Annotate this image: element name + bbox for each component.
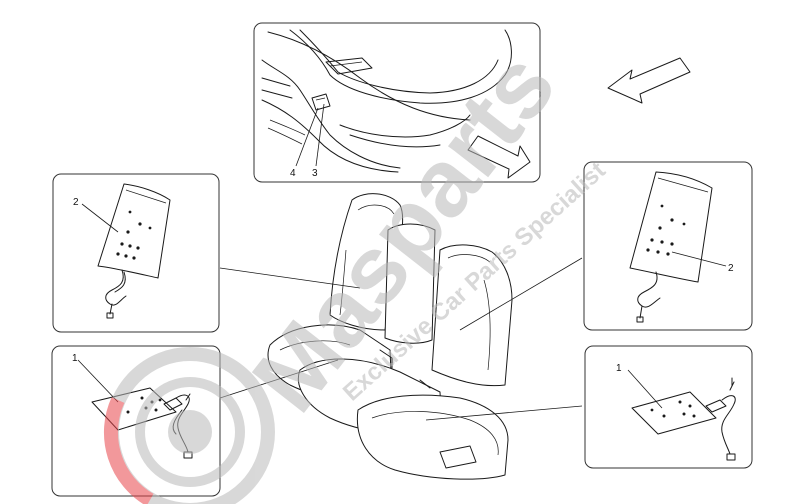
callout-2-right: 2: [728, 263, 734, 274]
cushion-heater-inset-right: 1: [584, 345, 753, 469]
rear-seat-assembly: [219, 193, 583, 480]
watermark-logo-icon: [103, 347, 275, 504]
view-direction-arrow-left: [607, 57, 691, 104]
backrest-heater-inset-left: 2: [52, 173, 220, 333]
callout-1-right: 1: [616, 363, 622, 374]
backrest-heater-inset-right: 2: [583, 161, 753, 331]
callout-1-left: 1: [72, 353, 78, 364]
callout-2-left: 2: [73, 197, 79, 208]
view-direction-arrow-right: [467, 135, 531, 179]
callout-4: 4: [290, 168, 296, 179]
door-switch-inset: 4 3: [253, 22, 541, 183]
callout-3: 3: [312, 168, 318, 179]
